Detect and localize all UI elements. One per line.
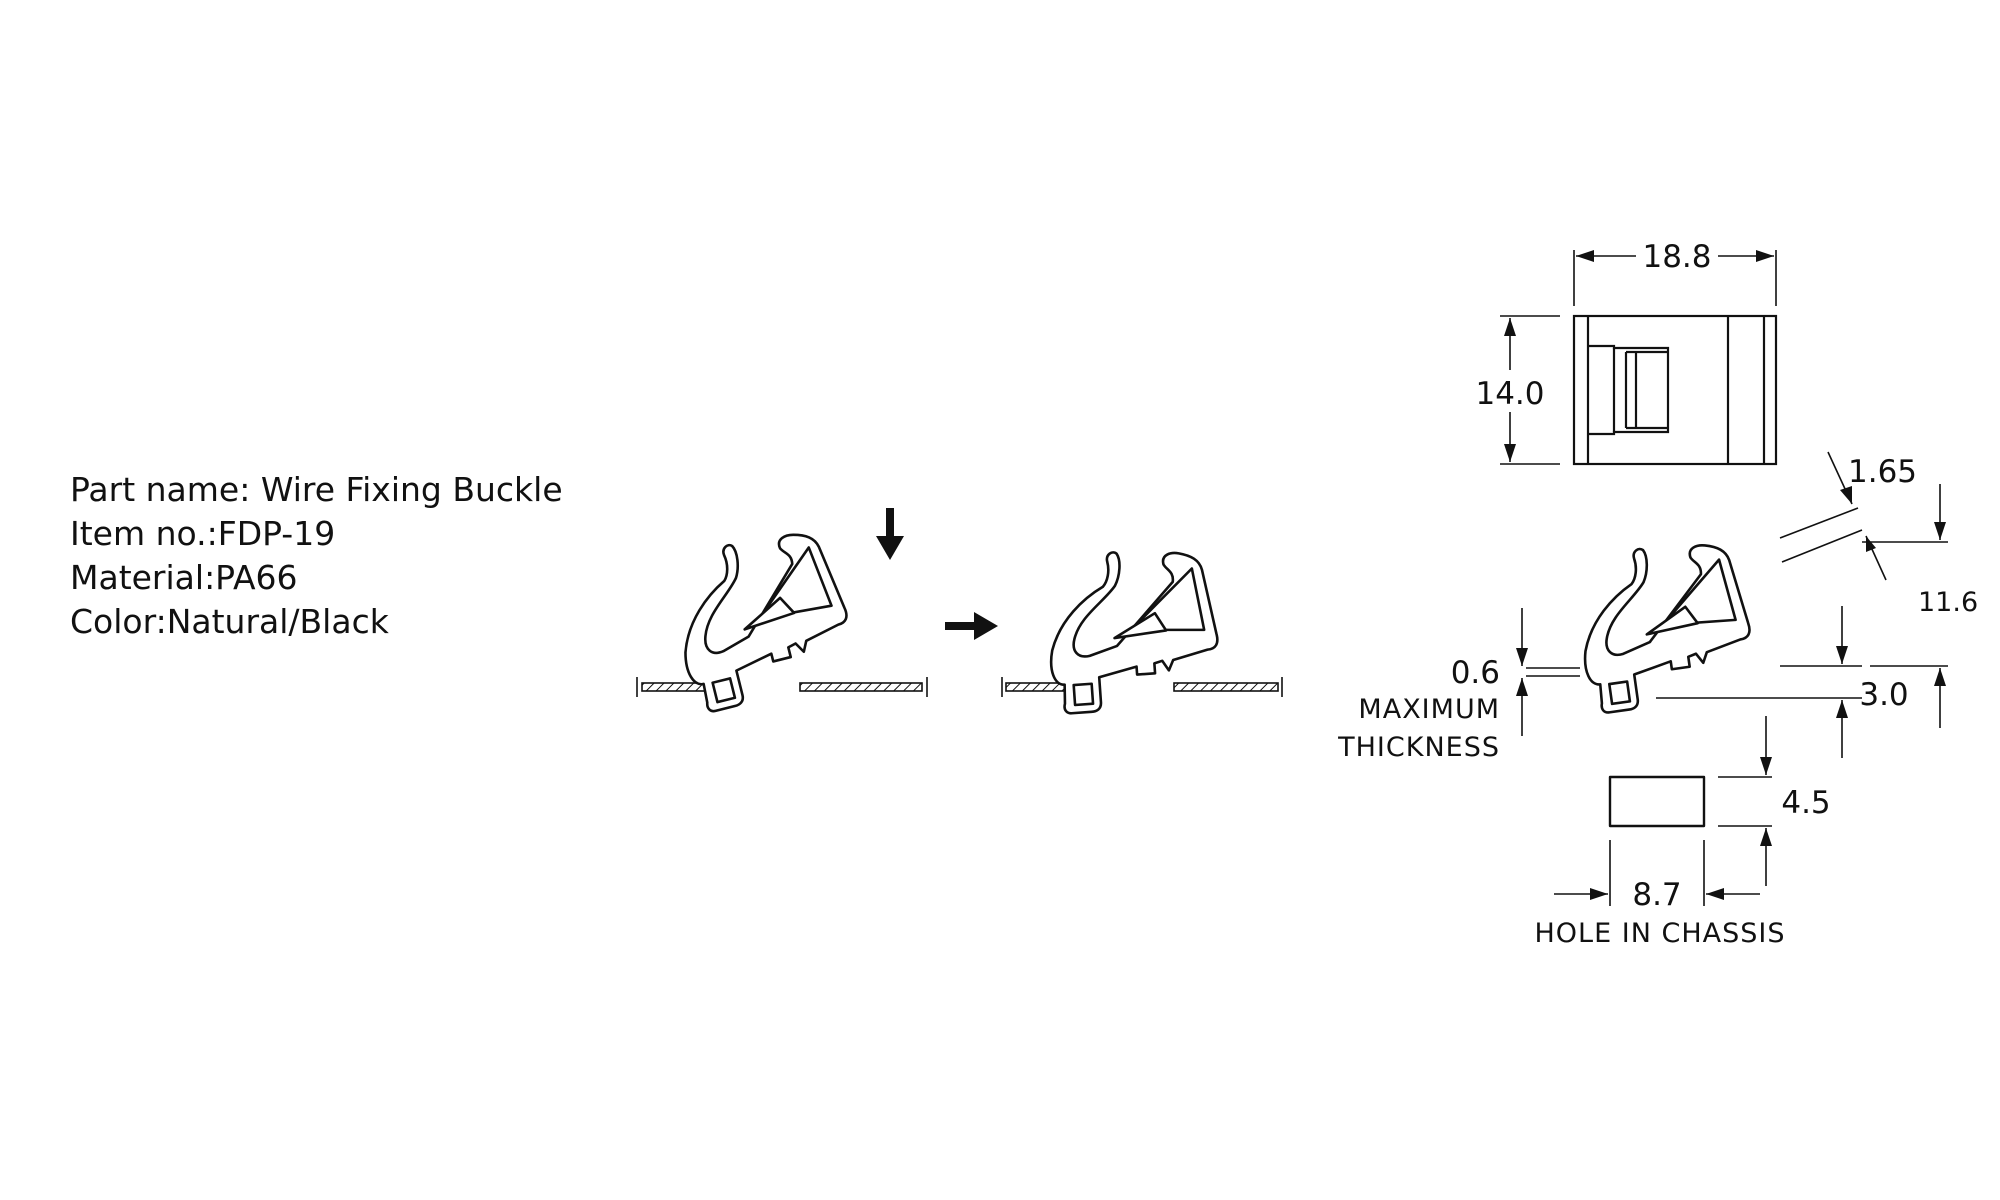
material: Material:PA66 bbox=[70, 558, 298, 597]
hole-label: HOLE IN CHASSIS bbox=[1535, 918, 1786, 949]
hole-in-chassis bbox=[1608, 775, 1706, 828]
step-1-insert bbox=[636, 520, 928, 717]
step-2-installed bbox=[1001, 544, 1283, 716]
item-number: Item no.:FDP-19 bbox=[70, 514, 336, 553]
dim-depth-30-label: 3.0 bbox=[1859, 677, 1908, 713]
dim-depth-30: 3.0 bbox=[1656, 606, 1909, 758]
color: Color:Natural/Black bbox=[70, 602, 389, 641]
top-view bbox=[1572, 314, 1778, 466]
dim-max-thickness: 0.6 MAXIMUM THICKNESS bbox=[1337, 608, 1580, 763]
dim-width-top-label: 18.8 bbox=[1642, 239, 1711, 275]
dim-thickness-165-label: 1.65 bbox=[1848, 454, 1917, 490]
dim-hole-width: 8.7 HOLE IN CHASSIS bbox=[1535, 840, 1786, 949]
dim-width-top: 18.8 bbox=[1573, 239, 1777, 306]
part-name: Part name: Wire Fixing Buckle bbox=[70, 470, 563, 509]
dim-max-thickness-value: 0.6 bbox=[1451, 655, 1500, 691]
dim-max-thickness-label-2: THICKNESS bbox=[1337, 732, 1500, 763]
side-view bbox=[1569, 534, 1760, 717]
dim-height-116-label: 11.6 bbox=[1918, 587, 1978, 618]
dim-hole-height: 4.5 bbox=[1718, 716, 1831, 886]
dim-thickness-165: 1.65 bbox=[1779, 451, 1917, 581]
down-arrow-icon bbox=[876, 508, 904, 560]
part-info: Part name: Wire Fixing Buckle Item no.:F… bbox=[70, 468, 563, 644]
dim-max-thickness-label-1: MAXIMUM bbox=[1358, 694, 1500, 725]
right-arrow-icon bbox=[945, 612, 998, 640]
dim-hole-width-label: 8.7 bbox=[1632, 877, 1681, 913]
dim-height-116: 11.6 bbox=[1862, 484, 1978, 728]
dim-hole-height-label: 4.5 bbox=[1781, 785, 1830, 821]
dim-height-top: 14.0 bbox=[1475, 315, 1560, 465]
dim-height-top-label: 14.0 bbox=[1475, 376, 1544, 412]
